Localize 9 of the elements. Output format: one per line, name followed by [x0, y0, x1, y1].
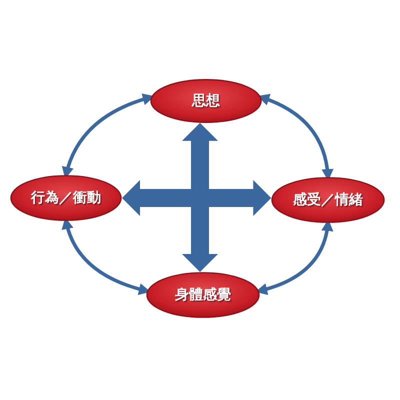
- block-arrow: [122, 180, 272, 216]
- node-label: 身體感覺: [175, 287, 231, 303]
- node-label: 感受／情緒: [293, 192, 363, 208]
- node-label: 思想: [192, 93, 220, 109]
- ellipse-node: [271, 177, 385, 223]
- node-label: 行為／衝動: [31, 190, 101, 206]
- ellipse-node: [150, 79, 262, 123]
- ellipse-node: [10, 175, 122, 221]
- ellipse-node: [146, 272, 260, 318]
